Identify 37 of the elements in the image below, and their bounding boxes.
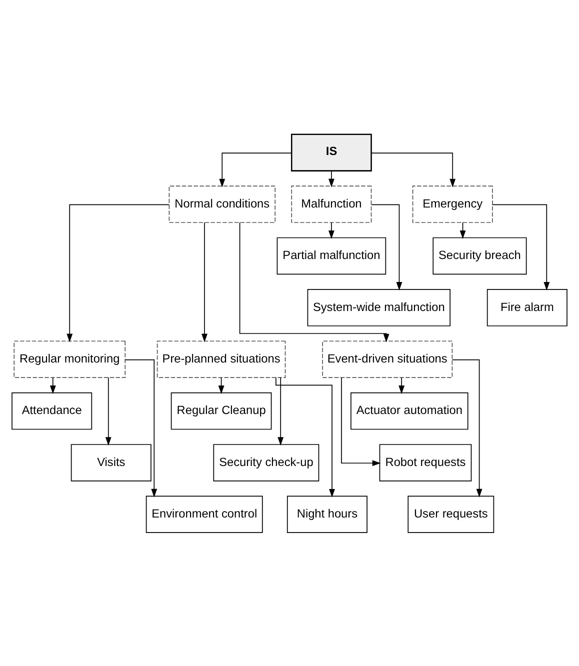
node-box: Robot requests (379, 444, 472, 481)
node-box: Security breach (432, 236, 527, 274)
node-box: Fire alarm (486, 288, 568, 326)
node-box: Regular monitoring (14, 340, 126, 378)
arrow (105, 376, 112, 446)
node-box: Visits (70, 444, 152, 481)
node-box: Malfunction (291, 185, 372, 222)
arrow (278, 376, 284, 446)
node-box: Normal conditions (168, 185, 276, 222)
arrow (239, 222, 390, 342)
node-box: User requests (408, 495, 494, 533)
arrow (371, 204, 402, 290)
node-box: Emergency (412, 185, 493, 222)
arrow (398, 376, 405, 394)
arrow (124, 358, 158, 497)
node-box: IS (290, 133, 372, 171)
node-box: Actuator automation (350, 392, 468, 430)
arrow (492, 204, 550, 290)
arrow (66, 204, 170, 342)
arrow (202, 222, 208, 342)
arrow (328, 170, 334, 187)
node-box: Partial malfunction (276, 236, 386, 274)
node-box: Regular Cleanup (170, 392, 272, 430)
node-box: System-wide malfunction (307, 288, 450, 326)
node-box: Attendance (12, 392, 92, 430)
node-box: Event-driven situations (322, 340, 453, 378)
node-box: Night hours (286, 495, 368, 533)
arrow (276, 376, 335, 497)
arrow (50, 376, 56, 394)
node-box: Environment control (146, 495, 263, 533)
node-box: Pre-planned situations (156, 340, 286, 378)
arrow (452, 358, 482, 497)
node-box: Security check-up (213, 444, 320, 481)
arrow (341, 376, 381, 466)
arrow (371, 152, 456, 187)
arrow (219, 152, 292, 187)
arrow (328, 222, 334, 238)
